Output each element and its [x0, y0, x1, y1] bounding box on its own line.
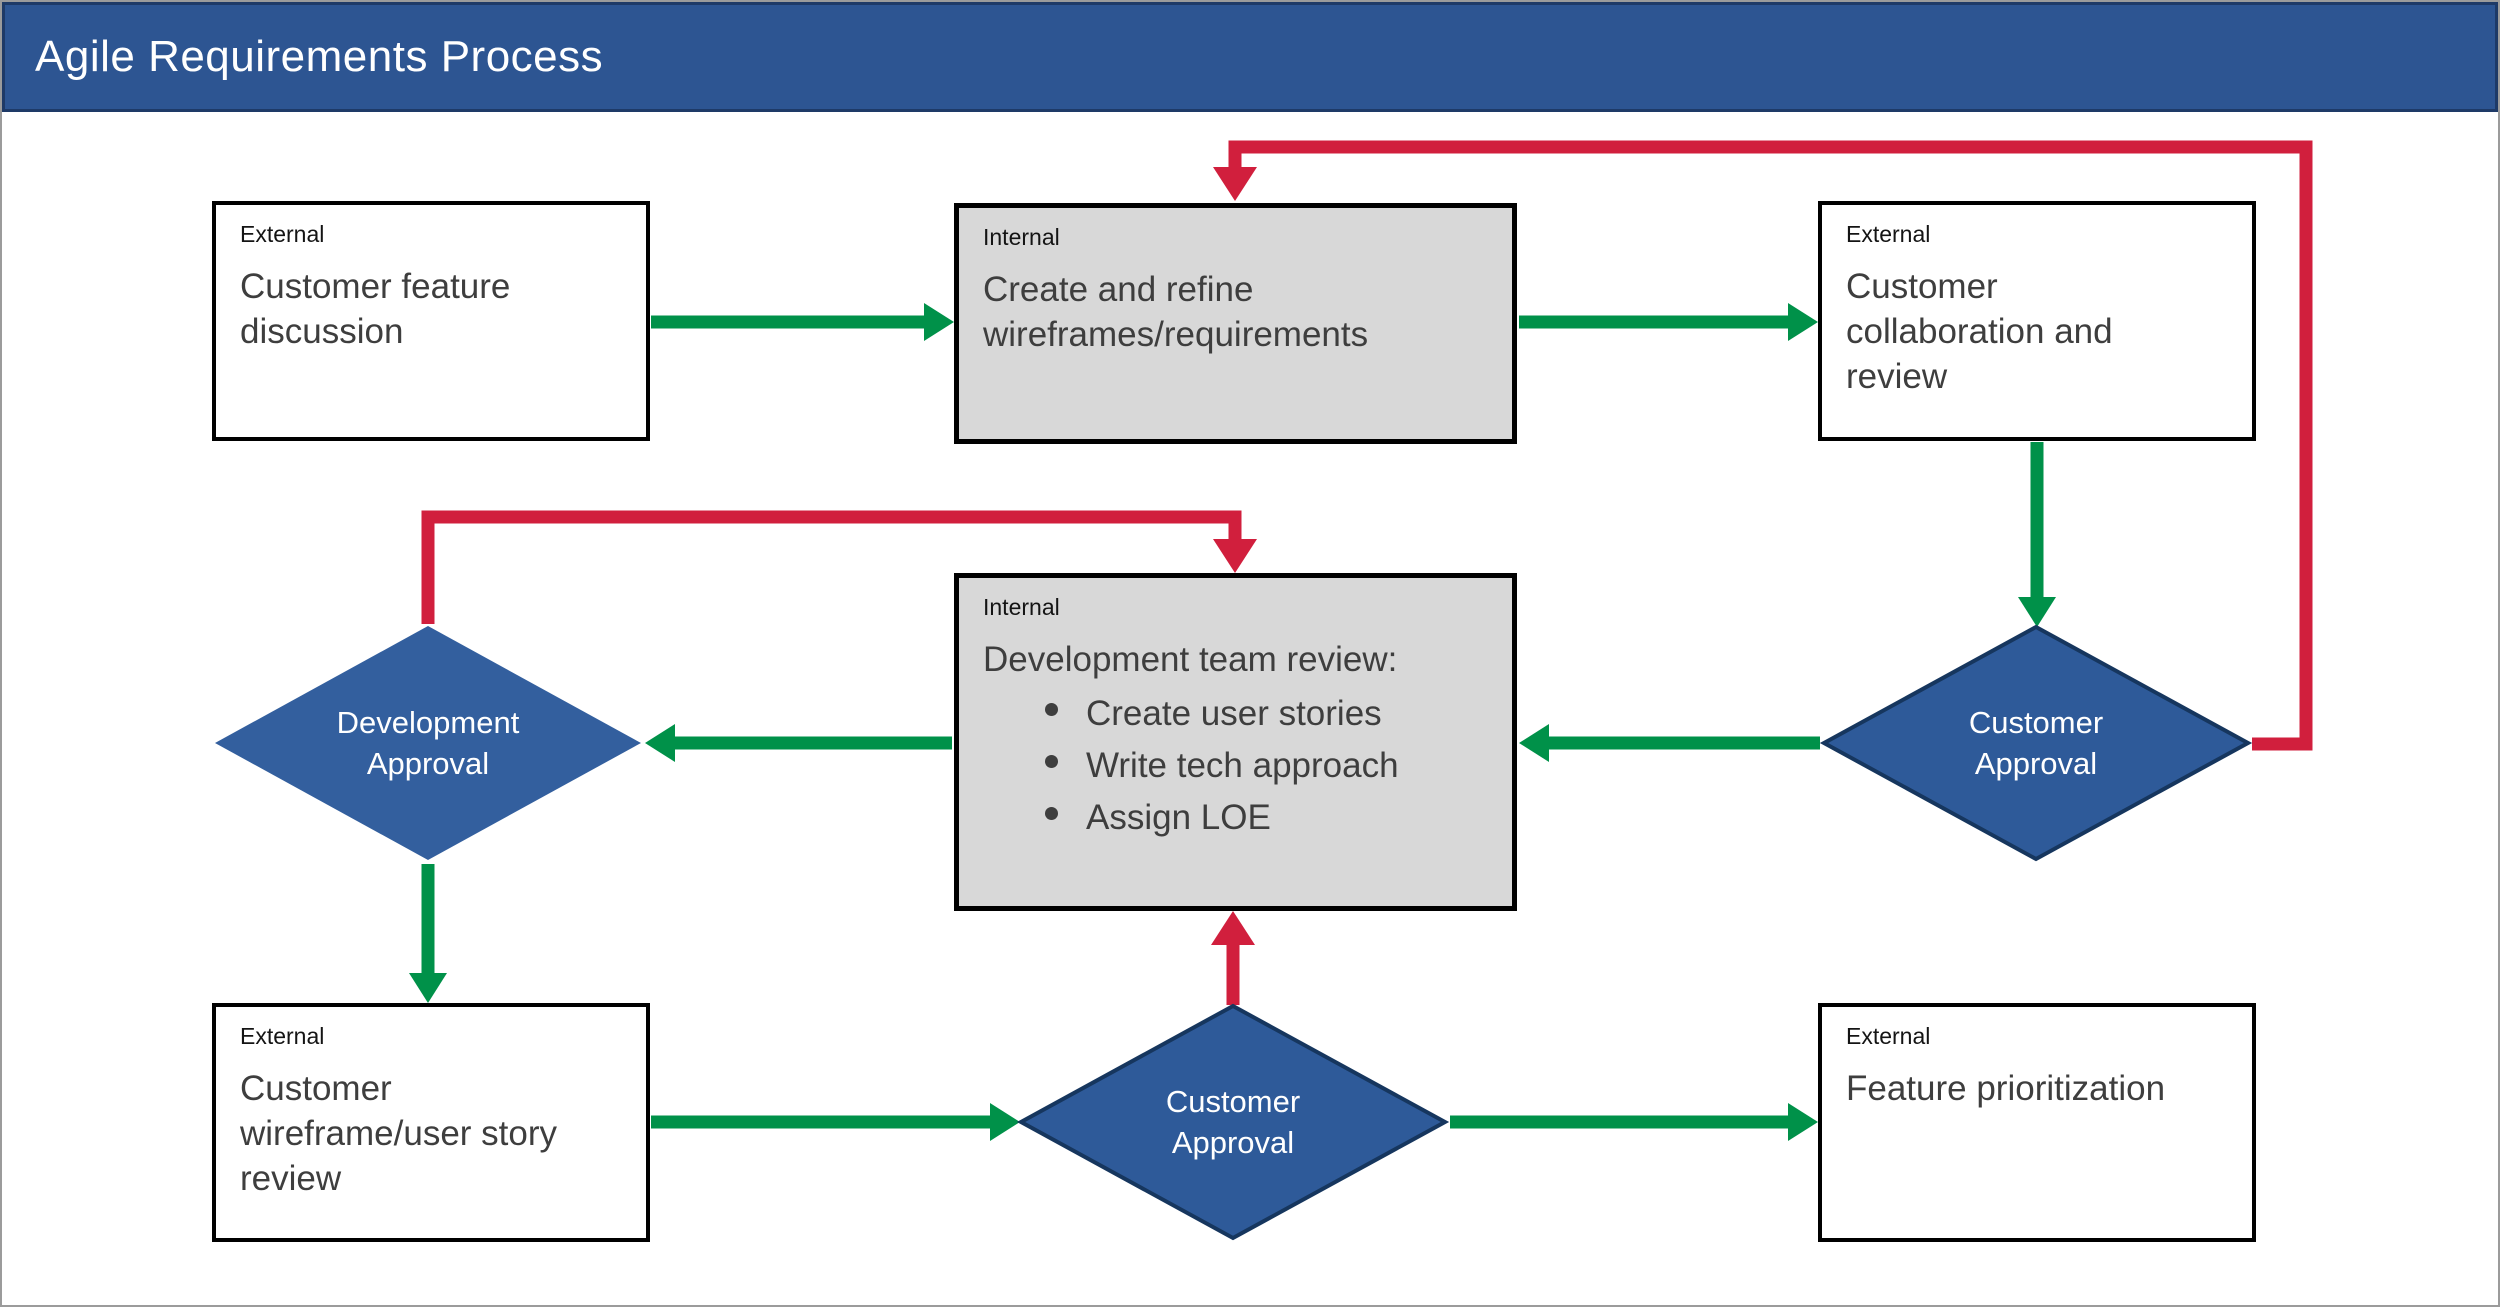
node-tag: Internal	[983, 594, 1060, 620]
node-tag: Internal	[983, 224, 1060, 250]
page-title: Agile Requirements Process	[35, 32, 604, 81]
node-customer-collaboration-review: External Customer collaboration and revi…	[1818, 201, 2256, 441]
arrow-custapproval-back-to-wireframes	[1228, 140, 2313, 751]
node-text: Customer Approval	[1968, 705, 2104, 781]
arrowhead-left-icon	[645, 724, 675, 762]
node-customer-feature-discussion: External Customer feature discussion	[212, 201, 650, 441]
node-tag: External	[1846, 1023, 1931, 1049]
arrowhead-right-icon	[924, 303, 954, 341]
node-text: Customer feature discussion	[240, 267, 511, 351]
arrowhead-down-icon	[1213, 539, 1257, 573]
node-create-refine-wireframes: Internal Create and refine wireframes/re…	[954, 203, 1517, 444]
arrowhead-right-icon	[1788, 1103, 1818, 1141]
arrowhead-down-icon	[2018, 597, 2056, 627]
bullet-list: Create user stories Write tech approach …	[983, 688, 1488, 844]
bullet-item: Assign LOE	[1045, 792, 1488, 844]
node-text: Feature prioritization	[1846, 1069, 2166, 1108]
bullet-icon	[1045, 703, 1058, 716]
bullet-item: Create user stories	[1045, 688, 1488, 740]
node-development-team-review: Internal Development team review: Create…	[954, 573, 1517, 911]
arrowhead-up-icon	[1211, 911, 1255, 945]
node-text: Customer collaboration and review	[1846, 267, 2113, 396]
diamond-shape-icon	[215, 626, 641, 860]
node-customer-approval-bottom: Customer Approval	[1016, 1003, 1450, 1241]
arrowhead-right-icon	[990, 1103, 1020, 1141]
node-development-approval: Development Approval	[213, 624, 643, 862]
arrowhead-right-icon	[1788, 303, 1818, 341]
node-text: Development team review:	[983, 640, 1398, 679]
diamond-shape-icon	[1819, 624, 2253, 862]
arrow-devapproval-back-to-devreview	[421, 510, 1242, 624]
node-tag: External	[240, 1023, 325, 1049]
node-text: Development Approval	[336, 705, 520, 781]
arrowhead-down-icon	[409, 973, 447, 1003]
bullet-icon	[1045, 755, 1058, 768]
arrowhead-down-icon	[1213, 167, 1257, 201]
title-bar: Agile Requirements Process	[2, 2, 2498, 112]
node-customer-approval-right: Customer Approval	[1819, 624, 2253, 862]
bullet-icon	[1045, 807, 1058, 820]
arrowhead-left-icon	[1519, 724, 1549, 762]
node-customer-wireframe-review: External Customer wireframe/user story r…	[212, 1003, 650, 1242]
node-text: Customer wireframe/user story review	[240, 1069, 558, 1198]
bullet-item: Write tech approach	[1045, 740, 1488, 792]
node-feature-prioritization: External Feature prioritization	[1818, 1003, 2256, 1242]
node-text: Create and refine wireframes/requirement…	[983, 270, 1369, 354]
diamond-shape-icon	[1016, 1003, 1450, 1241]
node-tag: External	[240, 221, 325, 247]
node-text: Customer Approval	[1165, 1084, 1301, 1160]
node-tag: External	[1846, 221, 1931, 247]
